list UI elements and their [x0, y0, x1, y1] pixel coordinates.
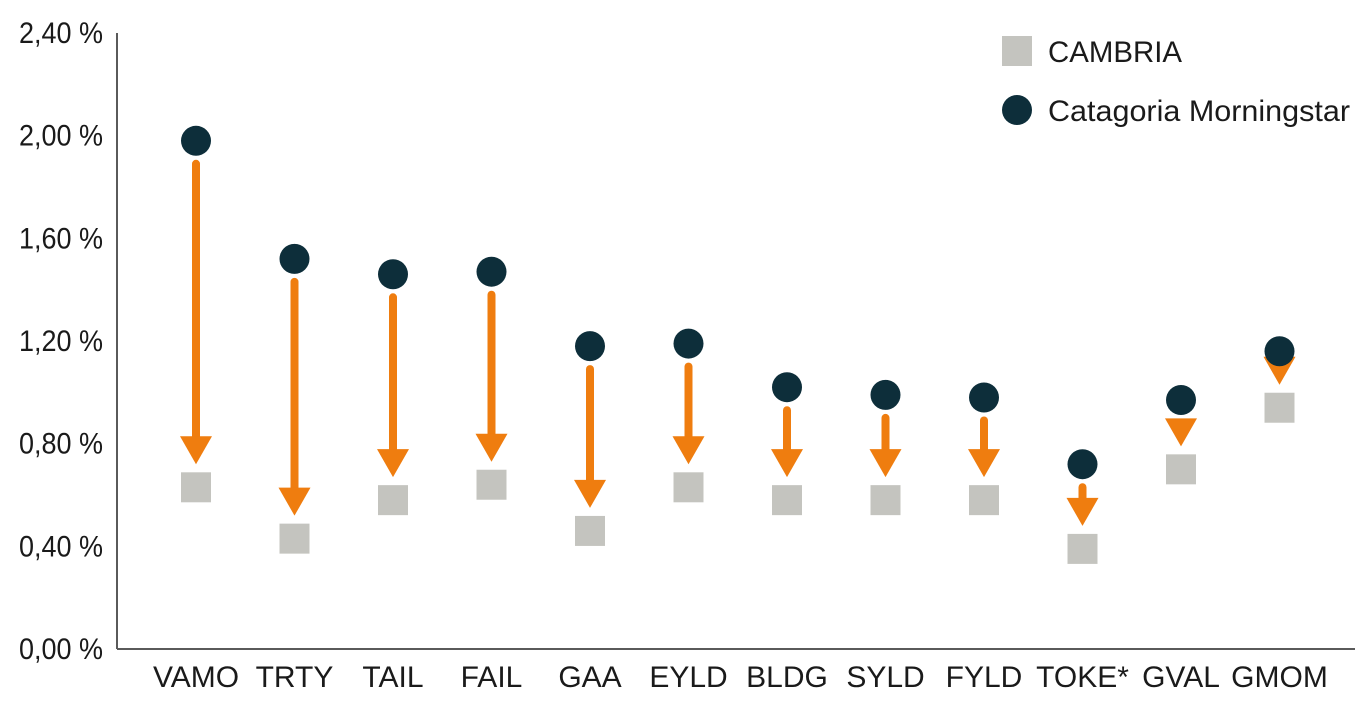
cambria-point [476, 469, 507, 500]
x-tick-label: VAMO [153, 661, 239, 694]
morningstar-point [1067, 449, 1098, 480]
x-tick-label: FAIL [461, 661, 523, 694]
cambria-point [1067, 533, 1098, 564]
arrow-head [180, 436, 212, 465]
arrow-head [475, 433, 508, 462]
cambria-point [575, 515, 605, 546]
y-tick-label: 0,00 % [19, 633, 103, 666]
x-tick-label: TRTY [256, 661, 334, 694]
morningstar-point [772, 372, 802, 403]
y-tick-label: 0,40 % [19, 530, 103, 563]
morningstar-point [969, 382, 999, 413]
morningstar-point [1264, 336, 1295, 367]
legend-morningstar-label: Catagoria Morningstar [1048, 95, 1350, 128]
cambria-point [969, 485, 999, 516]
x-tick-label: TAIL [362, 661, 423, 694]
x-tick-label: FYLD [946, 661, 1023, 694]
morningstar-point [378, 259, 408, 290]
morningstar-point [575, 331, 605, 362]
series-morningstar [181, 125, 1295, 480]
arrow-head [968, 449, 1000, 478]
morningstar-point [870, 379, 901, 410]
legend-morningstar-marker [1002, 95, 1032, 125]
morningstar-point [1166, 385, 1196, 416]
arrow-head [1165, 418, 1197, 447]
arrow-head [278, 487, 311, 516]
axes [116, 33, 1355, 650]
x-tick-label: GVAL [1142, 661, 1220, 694]
morningstar-point [279, 243, 310, 274]
arrow-head [1066, 497, 1099, 526]
x-tick-label: SYLD [846, 661, 924, 694]
y-tick-label: 1,20 % [19, 325, 103, 358]
x-tick-label: BLDG [746, 661, 828, 694]
arrow-head [771, 449, 803, 478]
cambria-point [1166, 454, 1196, 485]
legend-cambria-label: CAMBRIA [1048, 36, 1182, 69]
x-tick-label: TOKE* [1036, 661, 1129, 694]
cambria-point [181, 472, 211, 503]
y-tick-label: 2,00 % [19, 120, 103, 153]
cambria-point [1264, 392, 1295, 423]
y-tick-label: 1,60 % [19, 222, 103, 255]
legend: CAMBRIA Catagoria Morningstar [1002, 36, 1350, 128]
arrow-head [574, 479, 606, 508]
legend-cambria-marker [1002, 36, 1032, 66]
arrow-head [869, 449, 902, 478]
x-tick-label: EYLD [649, 661, 727, 694]
y-axis-tick-labels: 0,00 % 0,40 % 0,80 % 1,20 % 1,60 % 2,00 % 2,40… [19, 17, 103, 666]
cambria-point [378, 485, 408, 516]
cambria-point [772, 485, 802, 516]
series-cambria [181, 392, 1295, 564]
x-tick-label: GAA [558, 661, 621, 694]
x-axis-category-labels: VAMO TRTY TAIL FAIL GAA EYLD BLDG SYLD FYLD TOKE*… [153, 661, 1328, 694]
cambria-point [673, 472, 704, 503]
morningstar-point [673, 328, 704, 359]
arrow-head [377, 449, 409, 478]
arrow-head [672, 436, 705, 465]
cambria-point [279, 523, 310, 554]
y-tick-label: 0,80 % [19, 428, 103, 461]
difference-arrows [180, 159, 1296, 526]
y-tick-label: 2,40 % [19, 17, 103, 50]
morningstar-point [181, 125, 211, 156]
morningstar-point [476, 256, 507, 287]
x-tick-label: GMOM [1231, 661, 1328, 694]
cambria-point [870, 485, 901, 516]
